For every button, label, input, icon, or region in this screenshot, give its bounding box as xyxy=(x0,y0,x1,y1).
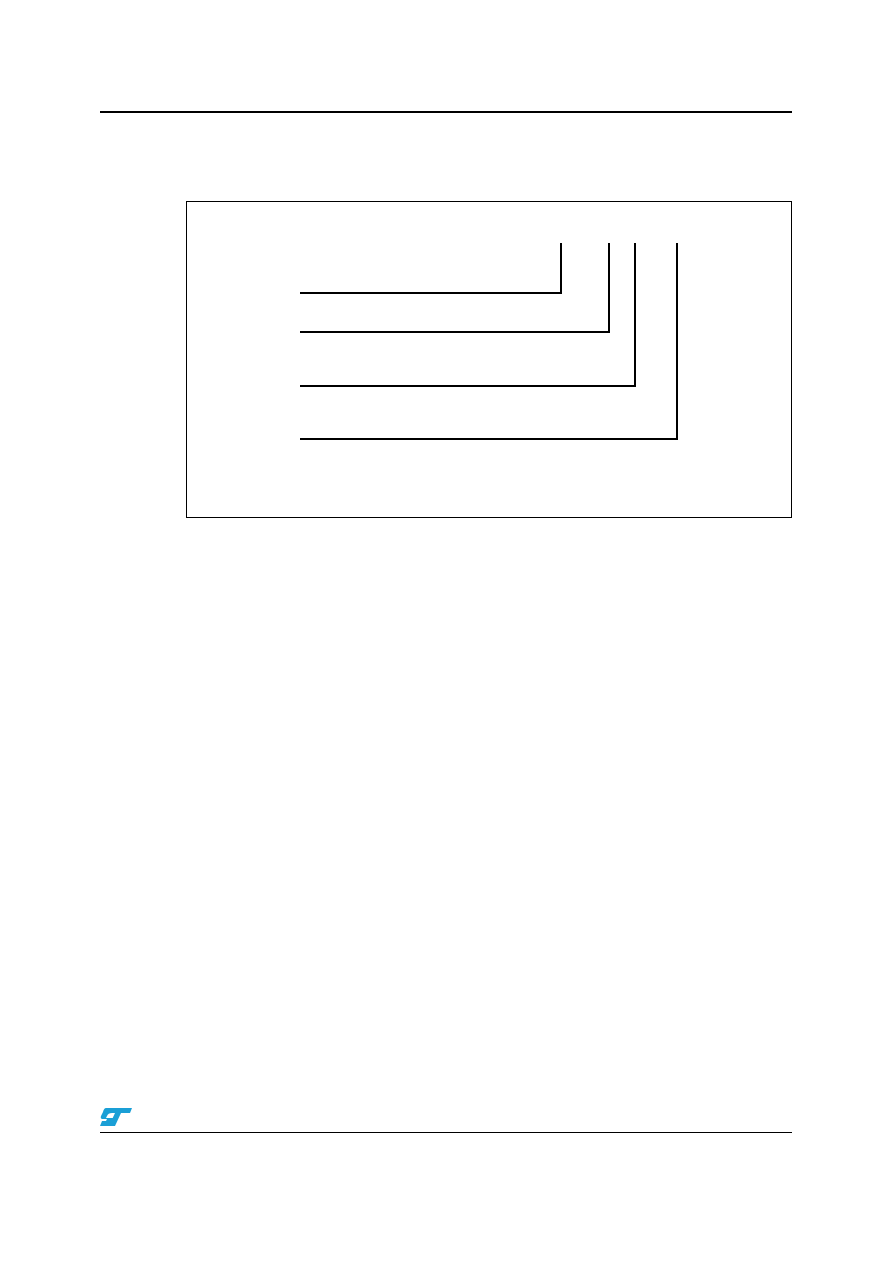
leader-line-4 xyxy=(300,243,678,440)
leader-line-2 xyxy=(300,243,610,333)
leader-line-1 xyxy=(300,243,562,294)
footer-rule xyxy=(100,1132,792,1133)
st-logo-icon xyxy=(100,1108,132,1126)
st-logo xyxy=(100,1106,134,1128)
leader-line-3 xyxy=(300,243,636,387)
order-code-diagram xyxy=(186,201,792,518)
header-rule xyxy=(100,111,792,113)
leader-lines xyxy=(300,243,678,440)
